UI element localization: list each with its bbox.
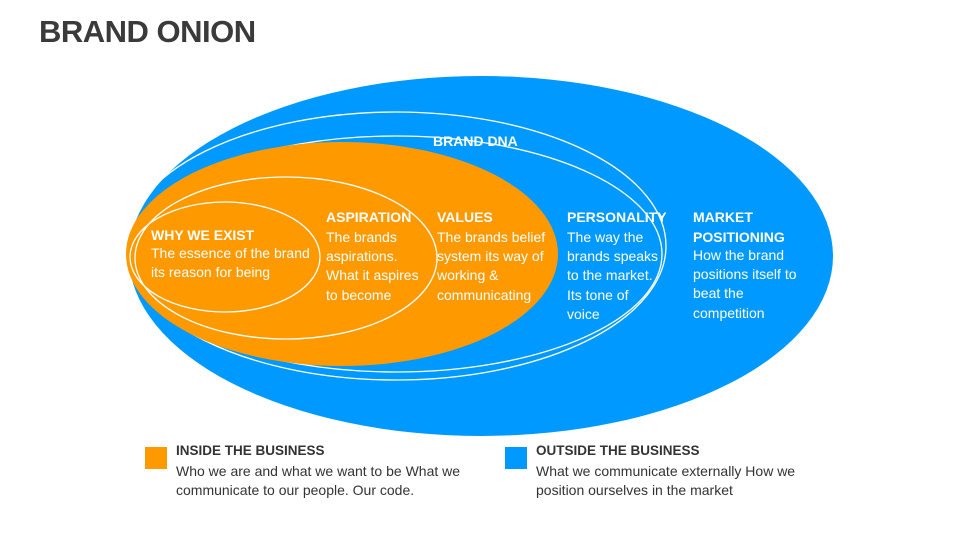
legend-inside-title: INSIDE THE BUSINESS bbox=[176, 443, 325, 458]
values-heading: VALUES bbox=[437, 209, 493, 225]
why-we-exist-line: The essence of the brand bbox=[151, 245, 310, 261]
why-we-exist-ring bbox=[129, 201, 321, 313]
market-positioning-heading: MARKET bbox=[693, 209, 753, 225]
values-line: The brands belief bbox=[437, 229, 545, 245]
why-we-exist-heading: WHY WE EXIST bbox=[151, 227, 255, 243]
personality-line: The way the bbox=[567, 229, 643, 245]
personality-line: brands speaks bbox=[567, 248, 658, 264]
values-line: system its way of bbox=[437, 248, 544, 264]
aspiration-line: aspirations. bbox=[326, 248, 398, 264]
market-positioning-heading: POSITIONING bbox=[693, 229, 785, 245]
aspiration-line: What it aspires bbox=[326, 267, 419, 283]
market-positioning-line: positions itself to bbox=[693, 266, 797, 282]
aspiration-line: to become bbox=[326, 287, 392, 303]
why-we-exist-line: its reason for being bbox=[151, 264, 270, 280]
legend-outside: OUTSIDE THE BUSINESS What we communicate… bbox=[505, 443, 836, 500]
values-layer bbox=[126, 142, 558, 366]
aspiration-heading: ASPIRATION bbox=[326, 209, 411, 225]
legend-outside-text: OUTSIDE THE BUSINESS What we communicate… bbox=[536, 443, 836, 500]
page-title: BRAND ONION bbox=[39, 14, 256, 49]
personality-line: Its tone of bbox=[567, 287, 629, 303]
market-positioning-line: beat the bbox=[693, 285, 744, 301]
legend-inside-description: Who we are and what we want to be What w… bbox=[176, 463, 461, 498]
aspiration-ring bbox=[134, 176, 438, 340]
brand-dna-label: BRAND DNA bbox=[433, 133, 518, 149]
values-line: communicating bbox=[437, 287, 531, 303]
personality-line: to the market. bbox=[567, 267, 653, 283]
market-positioning-line: How the brand bbox=[693, 247, 784, 263]
market-positioning-line: competition bbox=[693, 305, 765, 321]
inside-swatch bbox=[145, 447, 167, 469]
personality-heading: PERSONALITY bbox=[567, 209, 667, 225]
aspiration-line: The brands bbox=[326, 229, 397, 245]
personality-line: voice bbox=[567, 306, 600, 322]
legend-inside: INSIDE THE BUSINESS Who we are and what … bbox=[145, 443, 476, 500]
legend-inside-text: INSIDE THE BUSINESS Who we are and what … bbox=[176, 443, 476, 500]
brand-dna-ring bbox=[125, 111, 667, 381]
legend-outside-title: OUTSIDE THE BUSINESS bbox=[536, 443, 700, 458]
values-line: working & bbox=[436, 267, 499, 283]
legend-outside-description: What we communicate externally How we po… bbox=[536, 463, 796, 498]
outside-swatch bbox=[505, 447, 527, 469]
